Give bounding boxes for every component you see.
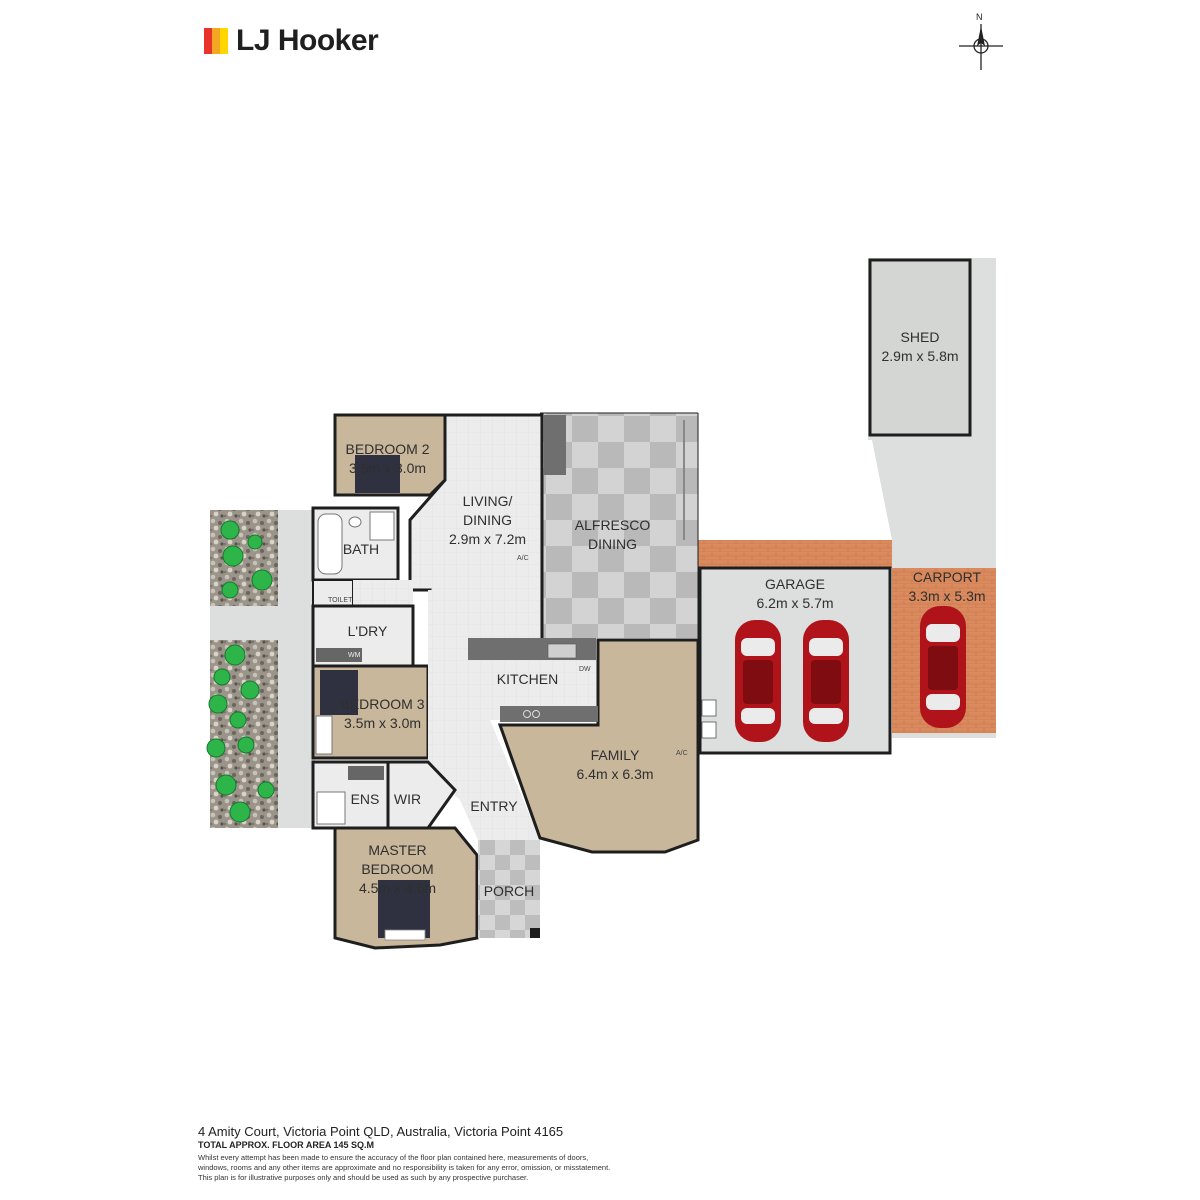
living-ac-label: A/C [517, 555, 529, 562]
disclaimer-line-1: Whilst every attempt has been made to en… [198, 1153, 589, 1162]
dw-label: DW [579, 666, 591, 673]
entry-label: ENTRY [470, 798, 518, 814]
brand-name: LJ Hooker [236, 24, 379, 57]
carport-size: 3.3m x 5.3m [908, 588, 986, 604]
bedroom2-label: BEDROOM 2 3.5m x 3.0m [340, 440, 435, 478]
wm-label: WM [348, 652, 361, 659]
garage-name: GARAGE [765, 576, 825, 592]
wir-label: WIR [393, 791, 422, 807]
living-name-2: DINING [463, 512, 512, 528]
property-address: 4 Amity Court, Victoria Point QLD, Austr… [198, 1124, 564, 1139]
bedroom2-name: BEDROOM 2 [345, 441, 430, 457]
lj-hooker-logo: LJ Hooker [204, 24, 379, 58]
family-name: FAMILY [590, 747, 640, 763]
shed-label: SHED 2.9m x 5.8m [870, 328, 970, 366]
living-label: LIVING/ DINING 2.9m x 7.2m [440, 492, 535, 549]
garage-label: GARAGE 6.2m x 5.7m [745, 575, 845, 613]
floor-area: TOTAL APPROX. FLOOR AREA 145 SQ.M [198, 1140, 375, 1150]
car-icon [803, 620, 849, 742]
footer: 4 Amity Court, Victoria Point QLD, Austr… [198, 1124, 1018, 1183]
disclaimer-line-3: This plan is for illustrative purposes o… [198, 1173, 529, 1182]
bedroom3-name: BEDROOM 3 [340, 696, 425, 712]
logo-bar-orange [212, 28, 220, 54]
master-size: 4.5m x 4.6m [358, 880, 437, 896]
master-label: MASTER BEDROOM 4.5m x 4.6m [350, 841, 445, 898]
master-name-1: MASTER [368, 842, 427, 858]
disclaimer: Whilst every attempt has been made to en… [198, 1153, 1018, 1183]
car-icon [735, 620, 781, 742]
shed-name: SHED [900, 329, 940, 345]
bedroom2-size: 3.5m x 3.0m [348, 460, 427, 476]
kitchen-label: KITCHEN [496, 671, 559, 687]
bedroom3-label: BEDROOM 3 3.5m x 3.0m [335, 695, 430, 733]
living-name-1: LIVING/ [462, 493, 513, 509]
alfresco-name-2: DINING [588, 536, 637, 552]
family-label: FAMILY 6.4m x 6.3m [570, 746, 660, 784]
alfresco-label: ALFRESCO DINING [565, 516, 660, 554]
logo-bar-yellow [220, 28, 228, 54]
family-size: 6.4m x 6.3m [576, 766, 654, 782]
disclaimer-line-2: windows, rooms and any other items are a… [198, 1163, 611, 1172]
logo-color-bars [204, 28, 228, 54]
carport-label: CARPORT 3.3m x 5.3m [897, 568, 997, 606]
car-icon [920, 606, 966, 728]
garage-size: 6.2m x 5.7m [756, 595, 834, 611]
carport-name: CARPORT [912, 569, 982, 585]
bedroom3-size: 3.5m x 3.0m [343, 715, 422, 731]
shed-size: 2.9m x 5.8m [881, 348, 959, 364]
porch-label: PORCH [483, 883, 535, 899]
living-size: 2.9m x 7.2m [448, 531, 527, 547]
north-label: N [976, 12, 983, 22]
bath-label: BATH [342, 541, 380, 557]
alfresco-name-1: ALFRESCO [574, 517, 651, 533]
north-arrow-icon: N [959, 12, 1003, 70]
master-name-2: BEDROOM [361, 861, 434, 877]
family-ac-label: A/C [676, 750, 688, 757]
ensuite-label: ENS [350, 791, 380, 807]
toilet-label: TOILET [328, 597, 353, 604]
logo-bar-red [204, 28, 212, 54]
laundry-label: L'DRY [347, 623, 388, 639]
